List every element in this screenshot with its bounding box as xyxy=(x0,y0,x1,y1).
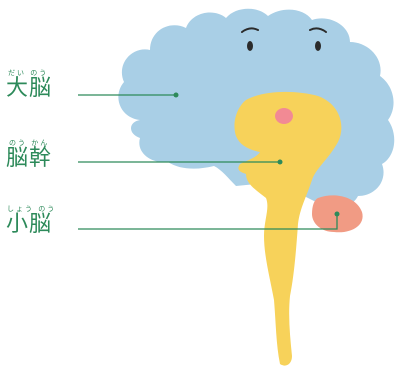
left-eye xyxy=(247,41,253,51)
right-eye xyxy=(315,41,321,51)
leader-lines xyxy=(78,92,340,230)
cerebrum-leader-dot xyxy=(173,92,179,98)
cerebellum-leader-line xyxy=(78,214,338,230)
cerebellum-text: 小脳 xyxy=(6,212,53,237)
cerebellum-leader-dot xyxy=(334,211,340,217)
nose-shape xyxy=(275,108,293,124)
cerebellum-ruby: しょう のう xyxy=(7,205,57,213)
eyes xyxy=(241,27,327,51)
cerebellum-label: しょう のう 小脳 xyxy=(6,205,56,237)
brainstem-label: のう かん 脳幹 xyxy=(6,139,52,171)
cerebrum-ruby: だい のう xyxy=(8,69,49,77)
brainstem-text: 脳幹 xyxy=(6,146,53,171)
brainstem-ruby: のう かん xyxy=(9,139,50,147)
brainstem-leader-dot xyxy=(277,159,283,165)
cerebrum-label: だい のう 大脳 xyxy=(6,69,52,101)
left-eyebrow xyxy=(241,27,259,33)
cerebrum-text: 大脳 xyxy=(6,76,53,101)
right-eyebrow xyxy=(309,27,327,33)
